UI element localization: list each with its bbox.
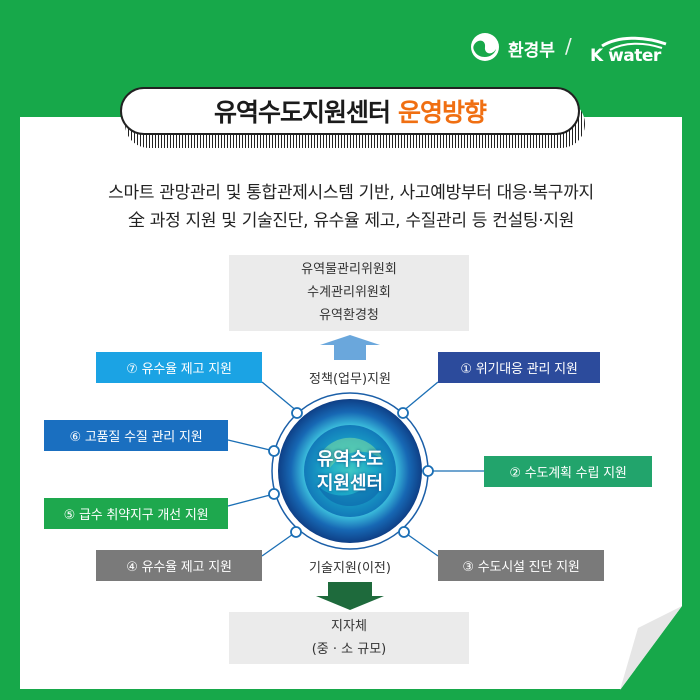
ministry-name: 환경부 xyxy=(508,41,555,61)
local-government-box: 지자체 (중 · 소 규모) xyxy=(229,612,469,664)
support-item-7: ⑦ 유수율 제고 지원 xyxy=(96,352,262,383)
connector-node xyxy=(291,407,303,419)
page-title-highlight: 운영방향 xyxy=(398,98,487,127)
center-label: 유역수도 지원센터 xyxy=(300,448,400,496)
connector-node xyxy=(397,407,409,419)
logo-separator: / xyxy=(565,34,572,58)
connector-node xyxy=(422,465,434,477)
center-label-line: 지원센터 xyxy=(316,473,384,494)
policy-up-arrow xyxy=(320,335,380,360)
tech-down-arrow xyxy=(316,582,384,610)
page-title: 유역수도지원센터 xyxy=(213,98,391,127)
policy-target-item: 유역환경청 xyxy=(319,308,379,323)
k-water-wave-icon xyxy=(601,36,667,51)
ministry-of-environment-logo xyxy=(471,33,499,61)
k-water-logo-text: K water xyxy=(590,46,661,66)
support-item-4: ④ 유수율 제고 지원 xyxy=(96,550,262,581)
policy-target-box: 유역물관리위원회 수계관리위원회 유역환경청 xyxy=(229,255,469,331)
connector-node xyxy=(398,526,410,538)
policy-support-label: 정책(업무)지원 xyxy=(309,372,391,387)
page-fold-corner xyxy=(620,606,682,690)
local-government-title: 지자체 xyxy=(331,619,367,634)
title-banner: 유역수도지원센터 운영방향 xyxy=(120,87,580,135)
support-item-6: ⑥ 고품질 수질 관리 지원 xyxy=(44,420,228,451)
support-item-3: ③ 수도시설 진단 지원 xyxy=(438,550,604,581)
description-line-1: 스마트 관망관리 및 통합관제시스템 기반, 사고예방부터 대응·복구까지 xyxy=(108,183,594,203)
policy-target-item: 유역물관리위원회 xyxy=(301,262,397,277)
local-government-scale: (중 · 소 규모) xyxy=(311,642,387,657)
support-item-5: ⑤ 급수 취약지구 개선 지원 xyxy=(44,498,228,529)
connector-node xyxy=(290,526,302,538)
policy-target-item: 수계관리위원회 xyxy=(307,285,391,300)
support-item-1: ① 위기대응 관리 지원 xyxy=(438,352,600,383)
tech-support-label: 기술지원(이전) xyxy=(309,561,391,576)
connector-node xyxy=(268,445,280,457)
support-item-2: ② 수도계획 수립 지원 xyxy=(484,456,652,487)
center-label-line: 유역수도 xyxy=(316,449,384,470)
description-line-2: 全 과정 지원 및 기술진단, 유수율 제고, 수질관리 등 컨설팅·지원 xyxy=(127,211,575,231)
connector-node xyxy=(268,488,280,500)
